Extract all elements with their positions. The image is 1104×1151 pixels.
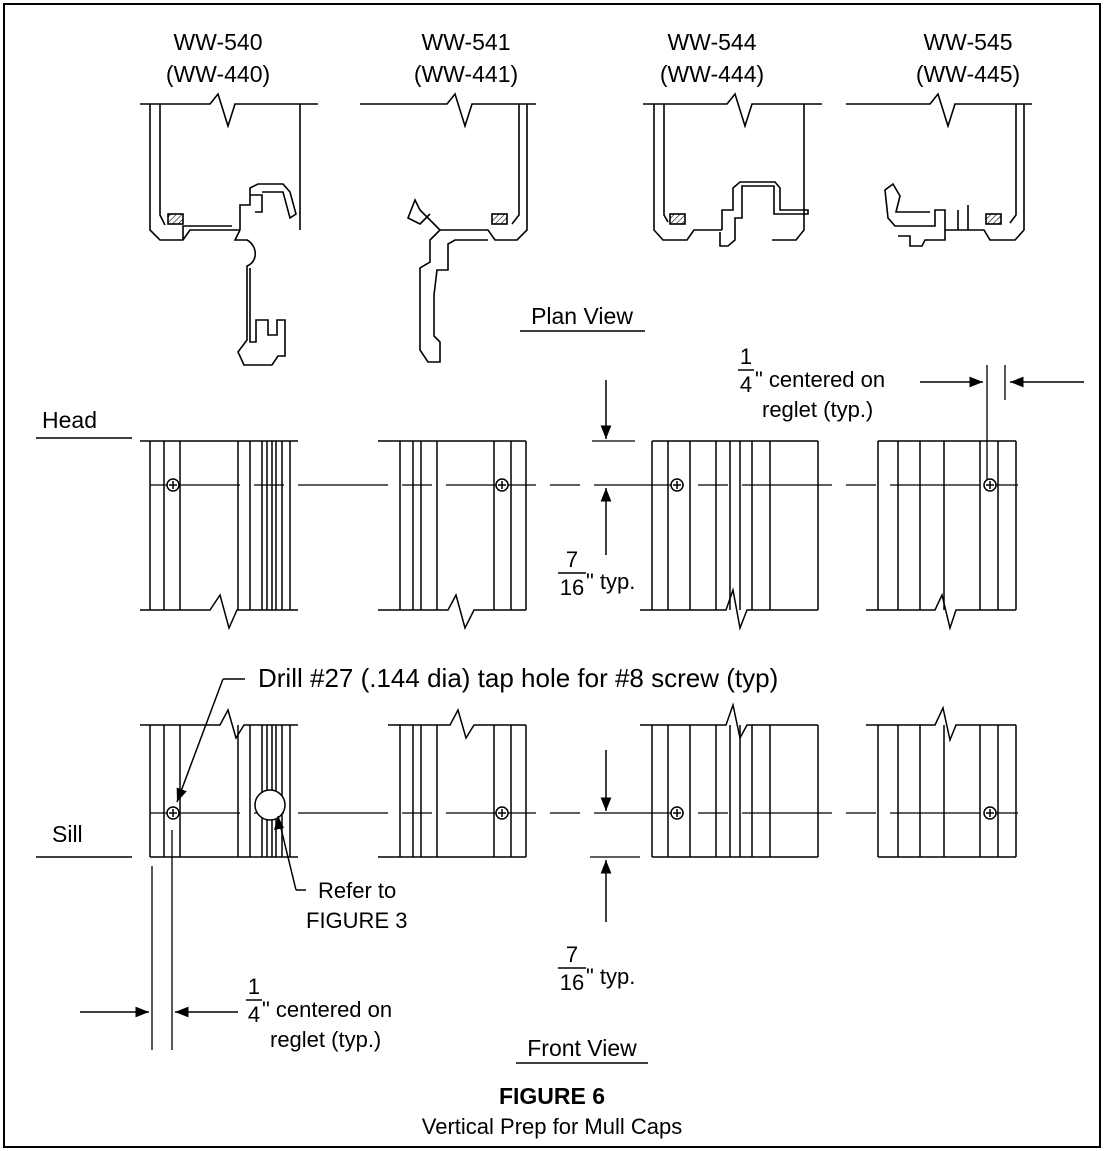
svg-text:Refer to: Refer to	[318, 878, 396, 903]
head-panels	[140, 440, 1018, 631]
profile-model-4: WW-545	[923, 29, 1012, 55]
svg-text:7: 7	[566, 942, 578, 967]
figure-label: FIGURE 6	[499, 1083, 605, 1109]
svg-text:" typ.: " typ.	[586, 569, 635, 594]
quarter-dim-top: 1 4 " centered on reglet (typ.)	[738, 344, 1084, 485]
svg-text:" typ.: " typ.	[586, 964, 635, 989]
figure-caption: Vertical Prep for Mull Caps	[422, 1114, 682, 1139]
profile-model-1: WW-540	[173, 29, 262, 55]
front-view-label: Front View	[527, 1035, 637, 1061]
plan-profiles	[140, 92, 1032, 366]
sill-label: Sill	[52, 821, 83, 847]
svg-text:4: 4	[248, 1002, 260, 1027]
head-panel-4	[866, 440, 1017, 631]
sill-panel-3	[640, 702, 819, 858]
profile-labels: WW-540 (WW-440) WW-541 (WW-441) WW-544 (…	[166, 29, 1020, 87]
svg-text:16: 16	[560, 970, 584, 995]
drill-leader-arrow	[176, 678, 224, 803]
svg-text:16: 16	[560, 575, 584, 600]
svg-text:" centered on: " centered on	[755, 367, 885, 392]
profile-model-3: WW-544	[667, 29, 756, 55]
seven-dim-top: 7 16 " typ.	[558, 380, 635, 600]
head-panel-3	[640, 440, 819, 631]
plan-profile-ww540	[140, 92, 318, 366]
profile-alt-1: (WW-440)	[166, 61, 270, 87]
seven-dim-bottom: 7 16 " typ.	[558, 750, 640, 995]
plan-profile-ww541	[360, 92, 536, 363]
svg-text:reglet (typ.): reglet (typ.)	[762, 397, 873, 422]
svg-text:1: 1	[740, 344, 752, 369]
plan-profile-ww544	[643, 92, 822, 247]
svg-text:1: 1	[248, 974, 260, 999]
profile-alt-4: (WW-445)	[916, 61, 1020, 87]
head-label: Head	[42, 407, 97, 433]
profile-alt-3: (WW-444)	[660, 61, 764, 87]
svg-text:FIGURE 3: FIGURE 3	[306, 908, 407, 933]
plan-view-label: Plan View	[531, 303, 633, 329]
page-border	[3, 3, 1101, 1148]
drill-note: Drill #27 (.144 dia) tap hole for #8 scr…	[258, 663, 778, 693]
sill-panel-1	[140, 708, 298, 858]
sill-panels	[140, 702, 1018, 858]
svg-text:4: 4	[740, 372, 752, 397]
svg-text:reglet (typ.): reglet (typ.)	[270, 1027, 381, 1052]
profile-model-2: WW-541	[421, 29, 510, 55]
svg-text:7: 7	[566, 547, 578, 572]
sill-panel-2	[378, 708, 527, 858]
svg-text:" centered on: " centered on	[262, 997, 392, 1022]
profile-alt-2: (WW-441)	[414, 61, 518, 87]
head-panel-1	[140, 440, 298, 631]
plan-profile-ww545	[846, 92, 1032, 247]
sill-panel-4	[866, 705, 1017, 858]
refer-note: Refer to FIGURE 3	[274, 815, 407, 933]
quarter-dim-bottom: 1 4 " centered on reglet (typ.)	[80, 830, 392, 1052]
head-panel-2	[378, 440, 527, 631]
